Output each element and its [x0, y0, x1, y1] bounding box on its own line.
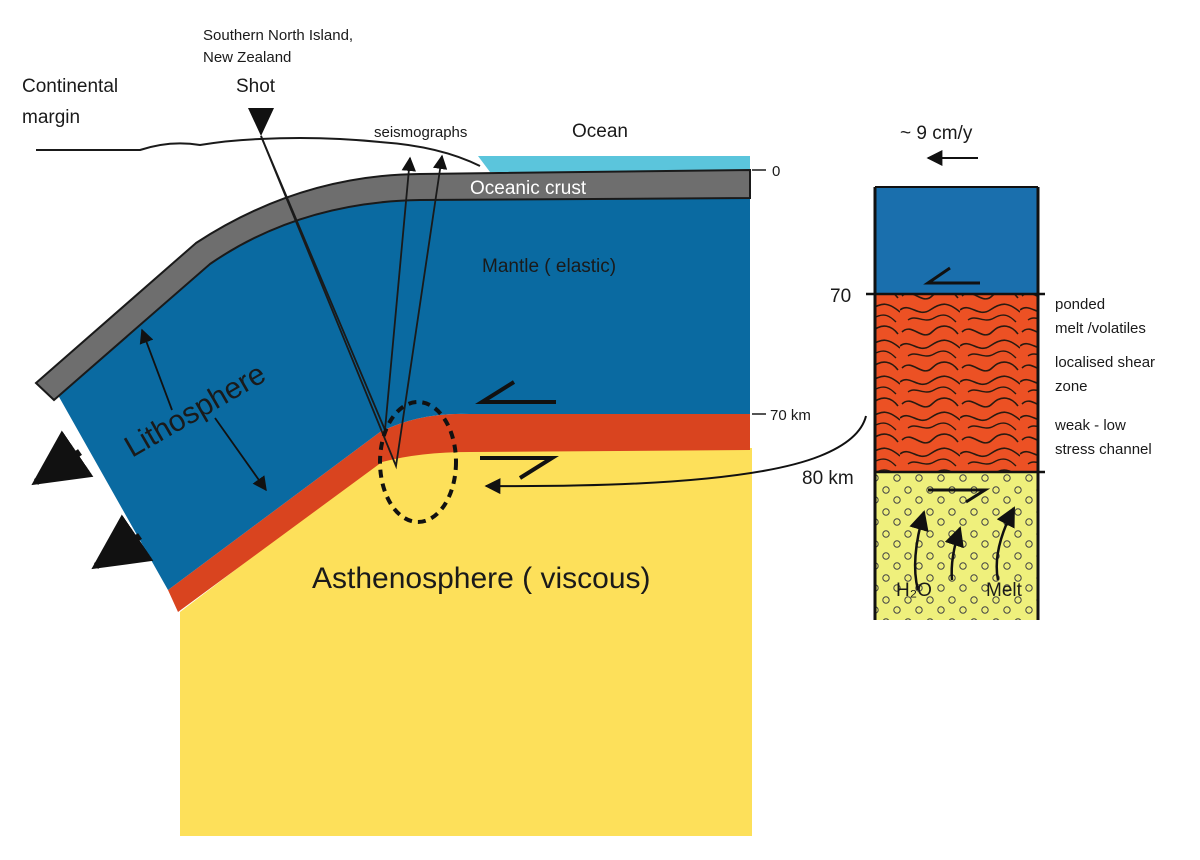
detail-column [866, 186, 1045, 620]
focus-region-ellipse [378, 400, 458, 524]
oceanic-crust-layer [34, 168, 751, 402]
shear-sense-upper-icon [475, 380, 556, 404]
location-label-1: Southern North Island, [203, 27, 353, 44]
slab-pull-arrow-2 [91, 514, 154, 570]
seismographs-label: seismographs [374, 124, 467, 141]
mantle-label: Mantle ( elastic) [482, 256, 616, 277]
shear-zone-band [168, 413, 750, 612]
fluid-arrow-3 [995, 506, 1016, 581]
column-shear-upper-icon [923, 266, 980, 285]
column-swirl-texture [875, 294, 1038, 472]
location-label-2: New Zealand [203, 49, 291, 66]
surface-line [36, 137, 481, 167]
h2o-label: H₂O [896, 580, 932, 601]
shear-label-1: localised shear [1055, 354, 1155, 371]
continental-margin-label-2: margin [22, 107, 80, 128]
oceanic-crust-label: Oceanic crust [470, 178, 587, 199]
weak-label-1: weak - low [1054, 417, 1126, 434]
connector-arrow [484, 415, 867, 495]
ponded-label-1: ponded [1055, 296, 1105, 313]
melt-label: Melt [986, 580, 1023, 601]
fluid-arrow-2 [944, 526, 964, 581]
ponded-label-2: melt /volatiles [1055, 320, 1146, 337]
seismic-ray-2 [260, 135, 448, 470]
column-depth-70: 70 [830, 286, 851, 307]
lithosphere-arrow-up [139, 328, 173, 411]
slab-pull-arrow-1 [31, 430, 94, 486]
shot-triangle-icon [248, 108, 274, 136]
fluid-arrow-1 [909, 510, 929, 591]
weak-label-2: stress channel [1055, 441, 1152, 458]
ocean-water [478, 156, 750, 172]
shear-sense-lower-icon [480, 456, 559, 480]
column-shear-lower-icon [928, 488, 991, 504]
continental-margin-label-1: Continental [22, 76, 118, 97]
ocean-label: Ocean [572, 121, 628, 142]
shot-label: Shot [236, 76, 276, 97]
lithosphere-arrow-down [214, 417, 267, 492]
asthenosphere-layer [180, 448, 752, 836]
depth-70km-label: 70 km [770, 407, 811, 424]
shear-label-2: zone [1055, 378, 1088, 395]
asthenosphere-label: Asthenosphere ( viscous) [312, 562, 651, 595]
mantle-layer [54, 198, 750, 590]
column-depth-80km: 80 km [802, 468, 854, 489]
depth-0-label: 0 [772, 163, 780, 180]
rate-label: ~ 9 cm/y [900, 123, 973, 144]
column-top-layer [875, 187, 1038, 294]
